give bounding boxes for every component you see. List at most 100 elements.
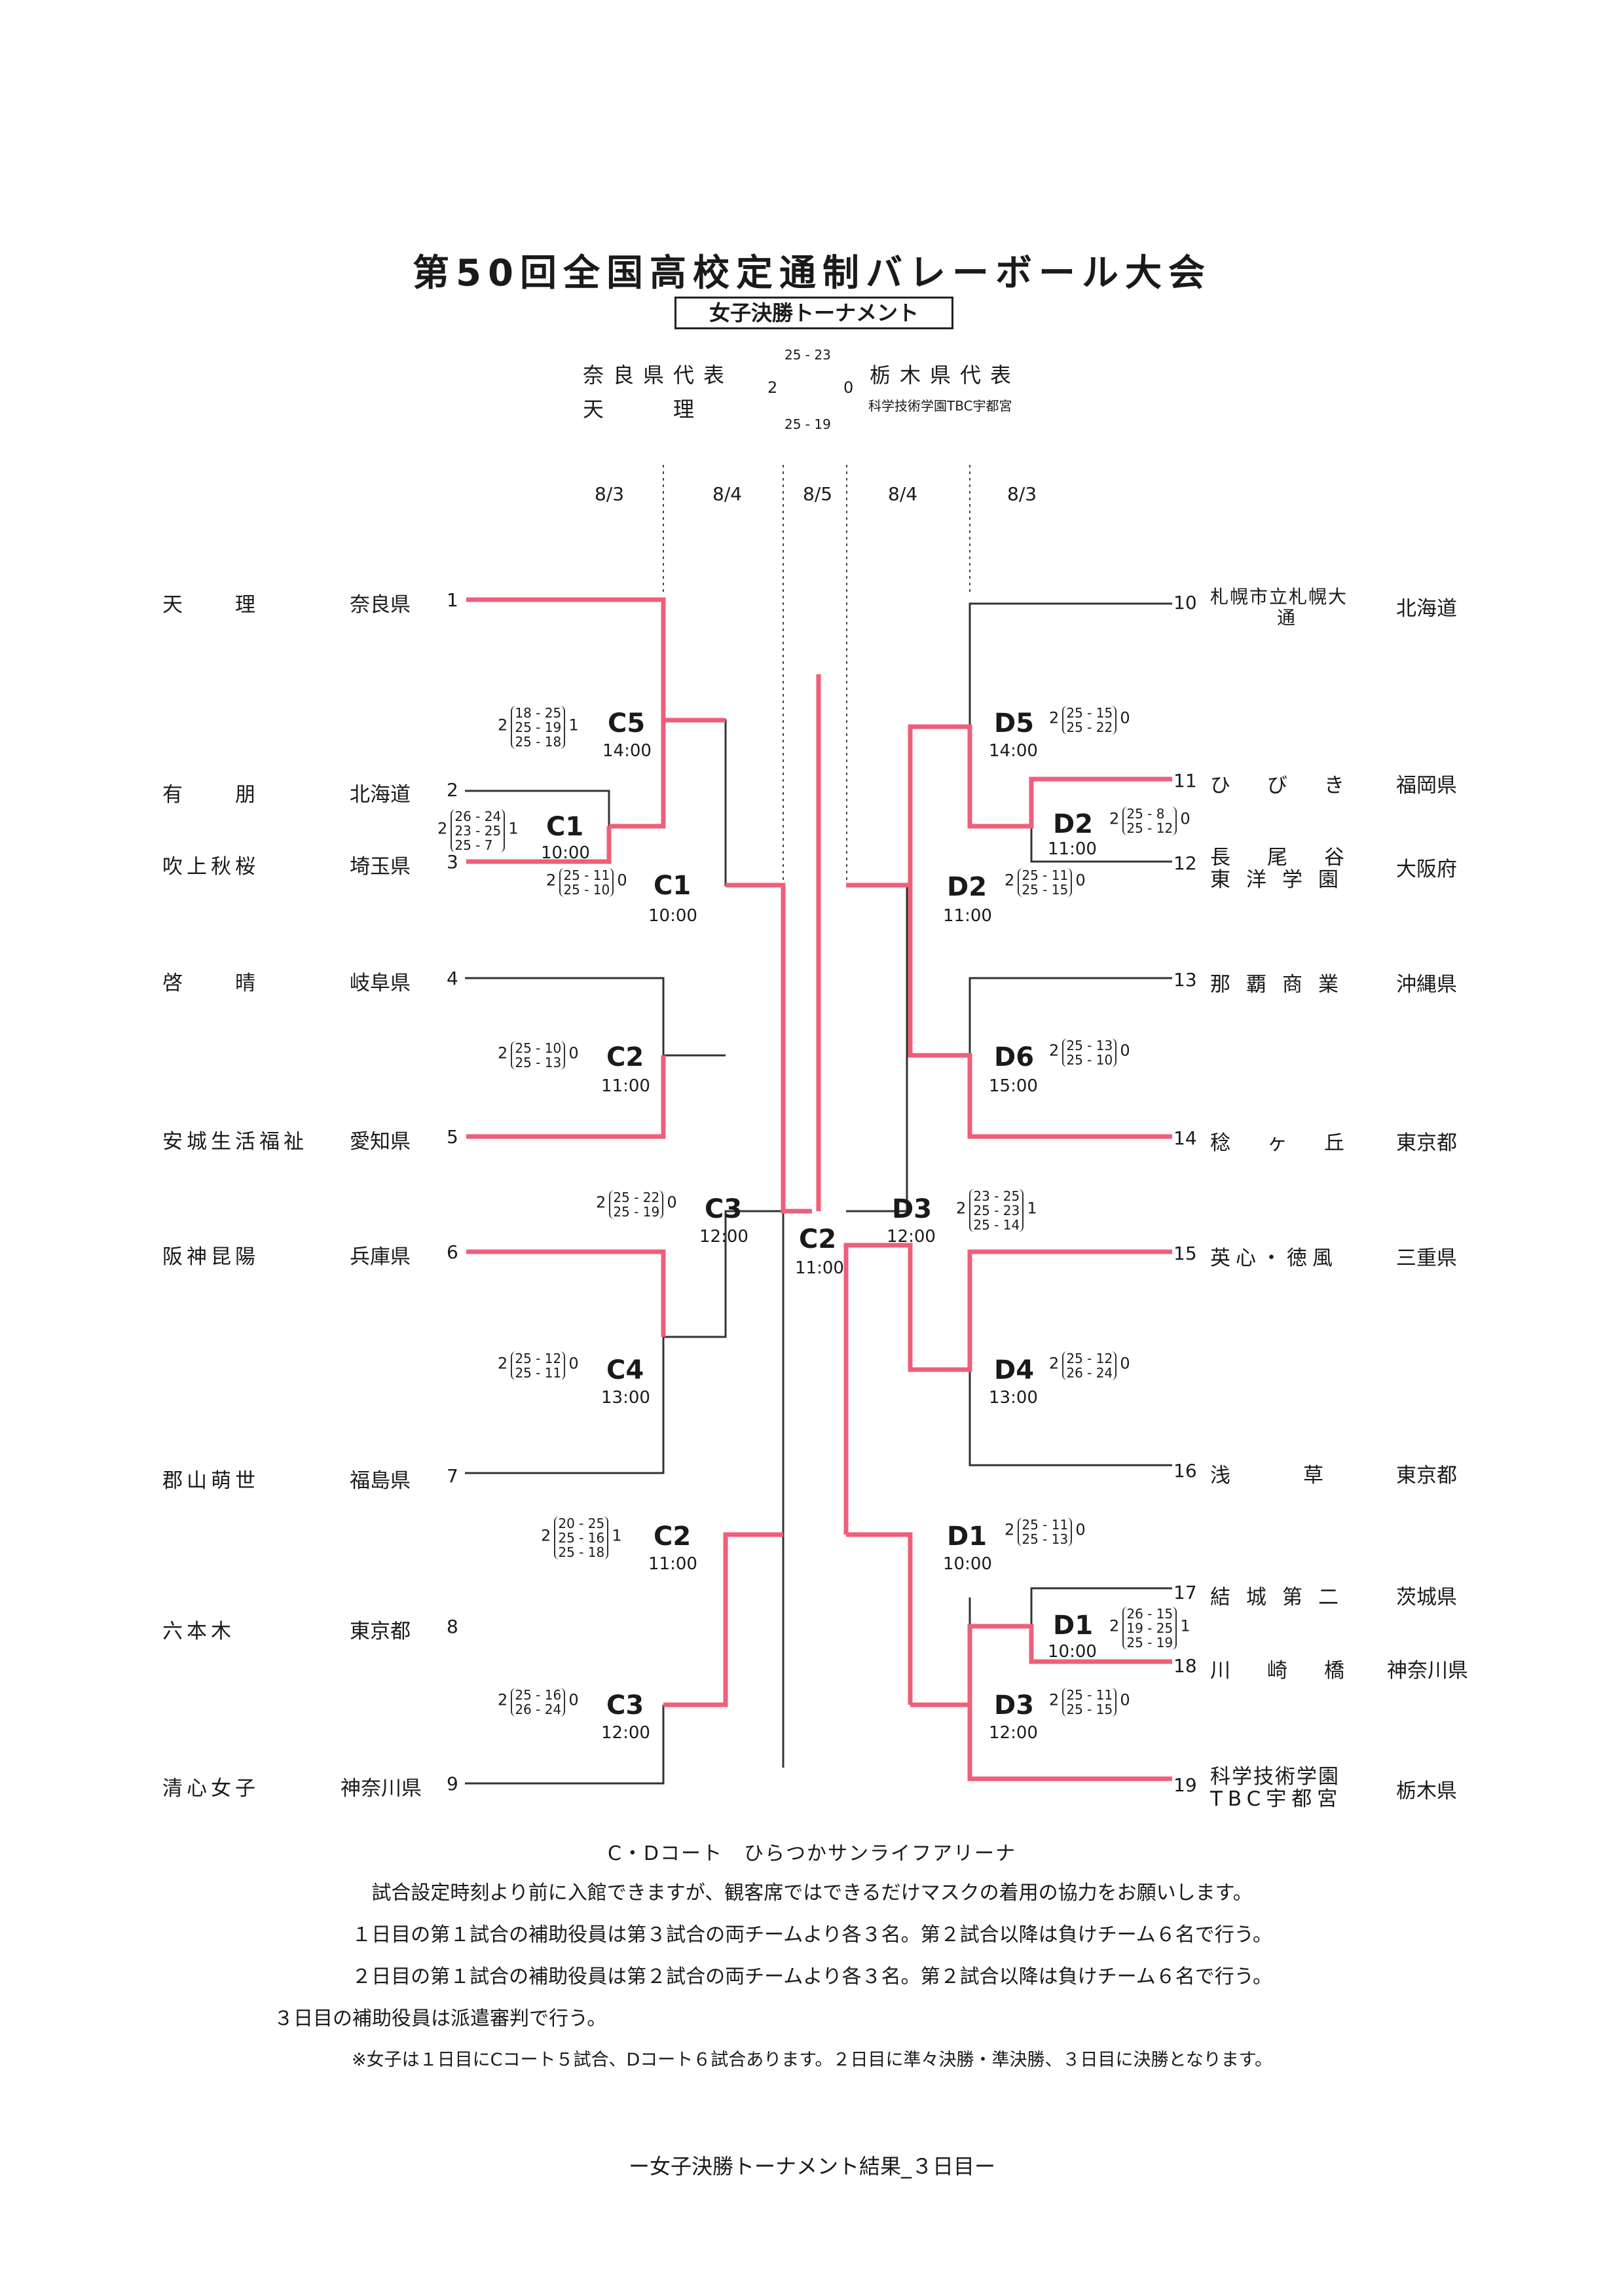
team-seed: 14 (1173, 1127, 1197, 1149)
final-left-team: 天 理 (583, 397, 704, 422)
final-left-sets: 2 (767, 378, 778, 397)
set-score: 25 - 19 (1126, 1635, 1173, 1650)
set-score: 23 - 25 (454, 823, 502, 839)
team-pref: 北海道 (350, 783, 411, 807)
date-col-2: 8/4 (712, 483, 743, 505)
winner-lines (466, 597, 1172, 1781)
team-seed: 15 (1173, 1243, 1197, 1264)
footer: ー女子決勝トーナメント結果_３日目ー (628, 2154, 995, 2179)
set-score: 25 - 11 (1022, 1517, 1069, 1533)
match-label: D3 (892, 1194, 932, 1224)
match-label: C4 (606, 1355, 644, 1385)
set-score: 25 - 12 (1126, 820, 1173, 836)
set-score: 25 - 12 (515, 1351, 562, 1366)
set-score: 25 - 11 (1022, 867, 1069, 883)
match-sets-lost: 0 (1180, 809, 1190, 828)
match-label: D4 (994, 1355, 1035, 1385)
team-name: 稔ヶ丘 (1210, 1131, 1381, 1155)
final-match-label: C2 (799, 1224, 837, 1254)
team-pref: 茨城県 (1396, 1586, 1457, 1609)
set-score: 26 - 24 (1066, 1365, 1113, 1381)
match-sets-lost: 1 (612, 1526, 622, 1545)
match-time: 11:00 (943, 906, 992, 926)
team-pref: 東京都 (1396, 1464, 1457, 1487)
team-name: 那覇商業 (1210, 973, 1354, 996)
team-seed: 7 (447, 1465, 458, 1487)
team-pref: 栃木県 (1396, 1779, 1457, 1803)
match-time: 13:00 (989, 1388, 1038, 1408)
date-separators (663, 465, 970, 881)
team-name: 阪神昆陽 (162, 1245, 259, 1269)
match-time: 11:00 (1048, 839, 1097, 859)
match-score: 2 25 - 11 25 - 15 0 (1049, 1688, 1130, 1717)
match-set-scores: 25 - 15 25 - 22 (1062, 706, 1117, 735)
set-score: 25 - 18 (558, 1544, 605, 1560)
final-right-sets: 0 (843, 378, 854, 397)
match-label: D3 (994, 1690, 1035, 1721)
set-score: 25 - 22 (1066, 720, 1113, 735)
team-seed: 11 (1173, 770, 1197, 792)
page-title: 第50回全国高校定通制バレーボール大会 (413, 252, 1211, 295)
match-label: D2 (947, 872, 987, 902)
match-set-scores: 25 - 22 25 - 19 (609, 1190, 664, 1220)
team-name: 郡山萌世 (162, 1469, 259, 1493)
match-set-scores: 25 - 12 25 - 11 (511, 1351, 566, 1380)
team-name-line2: 通 (1277, 607, 1300, 629)
team-pref: 神奈川県 (1387, 1659, 1468, 1683)
match-score: 2 25 - 22 25 - 19 0 (596, 1190, 677, 1219)
set-score: 25 - 11 (563, 867, 610, 883)
team-seed: 16 (1173, 1460, 1197, 1482)
match-label: C2 (606, 1042, 644, 1072)
match-set-scores: 26 - 15 19 - 25 25 - 19 (1122, 1607, 1177, 1650)
team-name: 六本木 (162, 1620, 235, 1643)
final-match-time: 11:00 (795, 1258, 844, 1278)
match-sets-won: 2 (498, 1690, 508, 1709)
team-name: 吹上秋桜 (162, 855, 259, 879)
match-time: 14:00 (989, 741, 1038, 761)
match-sets-won: 2 (546, 871, 557, 890)
team-seed: 18 (1173, 1655, 1197, 1677)
team-seed: 5 (447, 1126, 458, 1148)
match-set-scores: 25 - 11 25 - 15 (1018, 867, 1073, 897)
match-sets-lost: 0 (1075, 871, 1086, 890)
set-score: 25 - 11 (1066, 1687, 1113, 1703)
note-4: ３日目の補助役員は派遣審判で行う。 (274, 2007, 607, 2030)
note-1: 試合設定時刻より前に入館できますが、観客席ではできるだけマスクの着用の協力をお願… (371, 1882, 1253, 1904)
set-score: 25 - 13 (1022, 1531, 1069, 1547)
match-score: 2 25 - 11 25 - 10 0 (546, 868, 627, 897)
set-score: 25 - 14 (973, 1217, 1020, 1233)
match-set-scores: 18 - 25 25 - 19 25 - 18 (511, 706, 566, 749)
match-score: 2 23 - 25 25 - 23 25 - 14 1 (956, 1189, 1037, 1232)
match-sets-won: 2 (1049, 1041, 1060, 1060)
match-sets-won: 2 (541, 1526, 551, 1545)
team-pref: 東京都 (1396, 1131, 1457, 1155)
match-set-scores: 25 - 11 25 - 15 (1062, 1687, 1117, 1717)
team-pref: 愛知県 (350, 1130, 411, 1154)
team-name: 長尾谷 (1210, 846, 1381, 869)
date-col-3: 8/5 (803, 483, 833, 505)
set-score: 25 - 8 (1126, 806, 1165, 822)
match-label: C5 (608, 708, 646, 738)
team-seed: 8 (447, 1616, 458, 1637)
team-name: 浅 草 (1210, 1464, 1350, 1487)
match-score: 2 26 - 24 23 - 25 25 - 7 1 (437, 809, 519, 852)
set-score: 25 - 10 (563, 882, 610, 898)
match-set-scores: 25 - 13 25 - 10 (1062, 1038, 1117, 1067)
team-pref: 沖縄県 (1396, 973, 1457, 996)
match-sets-lost: 1 (568, 716, 579, 735)
set-score: 25 - 19 (613, 1204, 660, 1220)
winner-path-1 (466, 597, 726, 723)
team-name: 結城第二 (1210, 1586, 1354, 1609)
match-time: 12:00 (699, 1227, 748, 1247)
set-score: 26 - 24 (454, 809, 502, 824)
set-score: 25 - 12 (1066, 1351, 1113, 1366)
team-seed: 13 (1173, 969, 1197, 991)
winner-path-19 (967, 1705, 1172, 1781)
match-time: 13:00 (601, 1388, 650, 1408)
match-score: 2 20 - 25 25 - 16 25 - 18 1 (541, 1516, 622, 1559)
match-sets-won: 2 (1049, 1690, 1060, 1709)
match-set-scores: 26 - 24 23 - 25 25 - 7 (451, 809, 506, 852)
match-time: 10:00 (648, 906, 697, 926)
team-seed: 19 (1173, 1774, 1197, 1796)
